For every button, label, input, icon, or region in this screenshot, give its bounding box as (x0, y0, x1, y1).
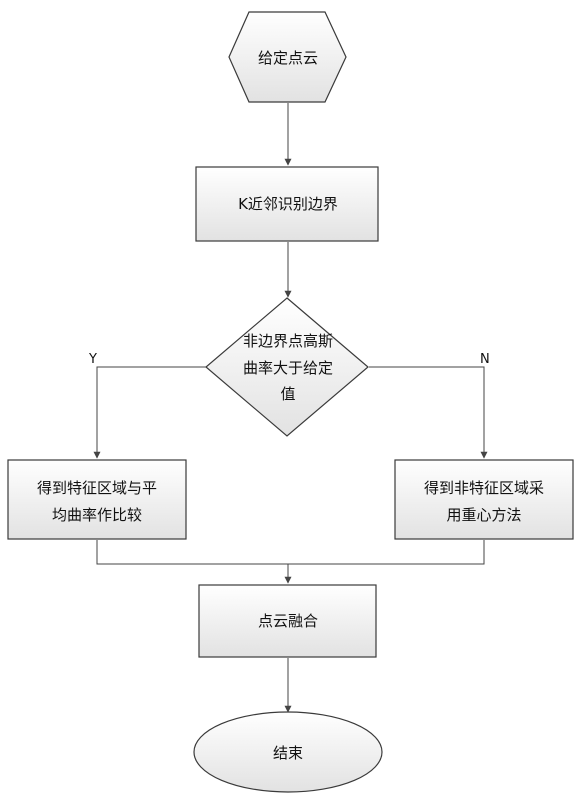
end-node-label: 结束 (273, 744, 303, 762)
feature-node: 得到特征区域与平 均曲率作比较 (7, 459, 187, 540)
edge-label-yes: Y (88, 352, 97, 367)
decision-line-1: 非边界点高斯 (243, 332, 333, 350)
decision-line-3: 值 (280, 385, 295, 403)
fusion-node: 点云融合 (198, 584, 377, 658)
fusion-node-label: 点云融合 (258, 612, 318, 630)
decision-diamond-shape (205, 297, 369, 437)
edge-label-no: N (480, 352, 490, 367)
start-node: 给定点云 (228, 11, 347, 103)
knn-node-label: K近邻识别边界 (238, 195, 338, 213)
edge-feature-merge (96, 540, 288, 565)
feature-box-shape (7, 459, 187, 540)
feature-line-1: 得到特征区域与平 (37, 479, 157, 497)
start-hexagon-shape (228, 11, 347, 103)
edge-decision-yes (93, 366, 207, 459)
decision-line-2: 曲率大于给定 (243, 359, 333, 377)
feature-line-2: 均曲率作比较 (52, 506, 142, 524)
nonfeature-node: 得到非特征区域采 用重心方法 (394, 459, 574, 540)
edge-decision-no (369, 366, 488, 459)
nonfeature-line-1: 得到非特征区域采 (424, 479, 544, 497)
knn-node: K近邻识别边界 (195, 166, 379, 242)
edge-nonfeature-merge (288, 540, 485, 565)
start-node-label: 给定点云 (258, 49, 318, 67)
end-node: 结束 (193, 711, 383, 793)
decision-node: 非边界点高斯 曲率大于给定 值 (205, 297, 369, 437)
knn-box-shape (195, 166, 379, 242)
fusion-box-shape (198, 584, 377, 658)
end-ellipse-shape (193, 711, 383, 793)
nonfeature-box-shape (394, 459, 574, 540)
nonfeature-line-2: 用重心方法 (446, 506, 521, 524)
